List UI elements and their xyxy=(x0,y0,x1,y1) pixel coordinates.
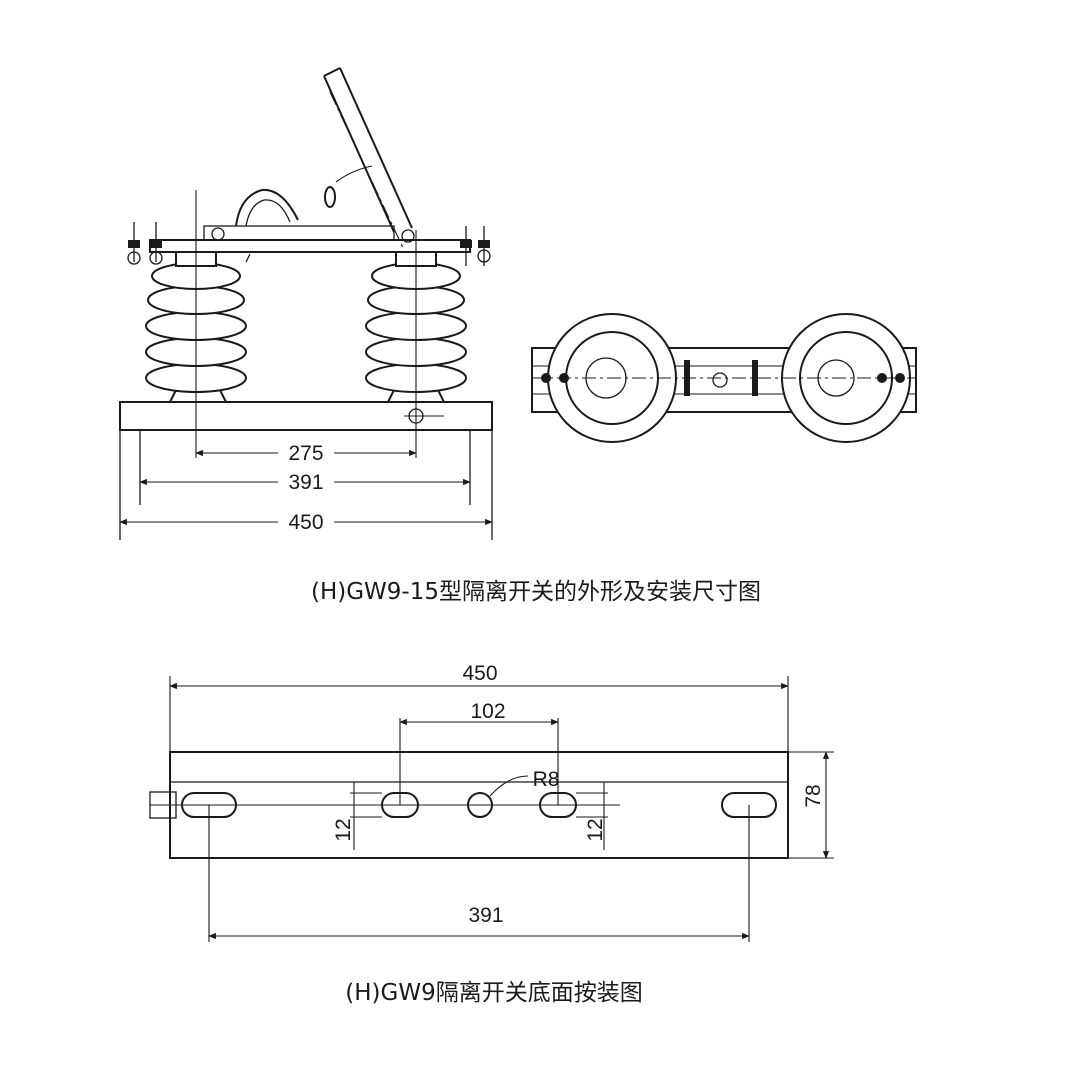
top-view xyxy=(531,313,917,443)
left-insulator xyxy=(145,190,247,458)
front-view: 275 391 450 xyxy=(119,67,493,540)
bottom-dimension-slot-left: 12 xyxy=(332,782,382,850)
front-view-caption: (H)GW9-15型隔离开关的外形及安装尺寸图 xyxy=(311,579,761,605)
dim-102: 102 xyxy=(470,700,505,723)
bottom-dimension-slot-right: 12 xyxy=(576,782,608,850)
right-insulator xyxy=(365,230,467,458)
dim-bottom-391: 391 xyxy=(468,904,503,927)
bottom-dimension-78: 78 xyxy=(788,751,834,859)
bottom-view-caption: (H)GW9隔离开关底面按装图 xyxy=(345,980,642,1006)
contact-bar xyxy=(149,188,471,263)
dim-78: 78 xyxy=(802,784,825,807)
front-dimension-450: 450 xyxy=(119,511,493,534)
dim-275: 275 xyxy=(288,442,323,465)
dim-slot-12-right: 12 xyxy=(584,818,607,841)
left-terminal-studs xyxy=(127,222,163,265)
dim-450: 450 xyxy=(288,511,323,534)
dim-bottom-450: 450 xyxy=(462,662,497,685)
bottom-dimension-102: 102 xyxy=(399,700,559,805)
front-dimension-391: 391 xyxy=(139,471,471,494)
radius-label: R8 xyxy=(489,768,560,797)
dim-391: 391 xyxy=(288,471,323,494)
front-dimension-275: 275 xyxy=(195,442,417,465)
switch-blade xyxy=(323,67,413,251)
right-terminal-studs xyxy=(460,226,491,266)
dim-slot-12-left: 12 xyxy=(332,818,355,841)
bottom-view: 450 102 R8 12 12 xyxy=(149,662,834,942)
bottom-dimension-450: 450 xyxy=(169,662,789,752)
dim-r8: R8 xyxy=(533,768,560,791)
bottom-dimension-391: 391 xyxy=(208,805,750,942)
